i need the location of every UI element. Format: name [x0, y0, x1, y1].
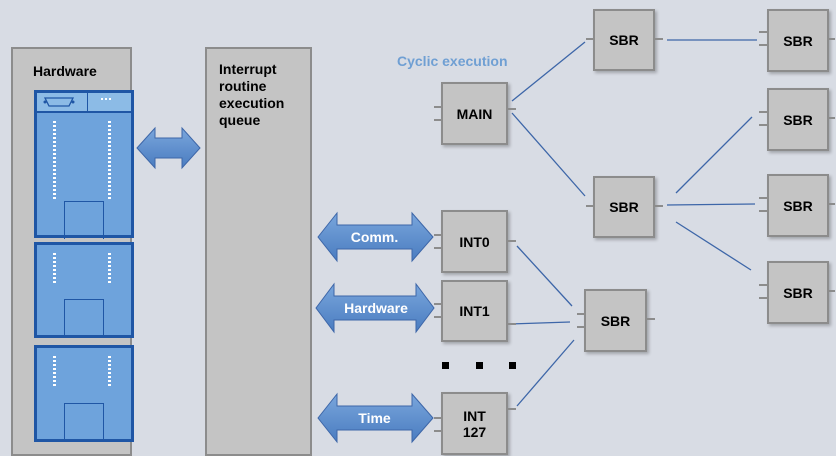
- sbr-main-mid-pin-in: [586, 205, 594, 207]
- main-pin-in-1: [434, 106, 442, 108]
- interrupt-queue-panel: Interrupt routine execution queue: [205, 47, 312, 456]
- time-double-arrow: [317, 392, 434, 444]
- sbr-block-main-mid: SBR: [593, 176, 655, 238]
- sbr-block-main-top: SBR: [593, 9, 655, 71]
- sbr-right-3-pin-in-2: [759, 210, 767, 212]
- sbr-block-right-1-label: SBR: [783, 32, 813, 49]
- main-block-label: MAIN: [456, 105, 493, 122]
- link-sbr-mid-sbr-right2: [675, 116, 753, 194]
- sbr-block-main-top-label: SBR: [609, 32, 639, 48]
- sbr-right-2-pin-in-2: [759, 124, 767, 126]
- sbr-main-top-pin-out: [655, 38, 663, 40]
- expansion-2-terminal-cover: [64, 403, 104, 440]
- int127-block: INT 127: [441, 392, 508, 455]
- sbr-right-2-pin-out: [829, 117, 835, 119]
- int1-pin-in-2: [434, 316, 442, 318]
- sbr-block-right-4: SBR: [767, 261, 829, 324]
- cyclic-execution-label: Cyclic execution: [397, 53, 508, 69]
- main-block: MAIN: [441, 82, 508, 145]
- int127-block-label: INT 127: [462, 407, 487, 440]
- int0-block-label: INT0: [459, 233, 490, 250]
- serial-port-icon: [43, 97, 75, 107]
- link-main-sbr-top: [511, 41, 586, 102]
- int127-pin-out: [508, 408, 516, 410]
- sbr-block-interrupt-shared: SBR: [584, 289, 647, 352]
- cpu-right-led-column-icon: [108, 121, 111, 201]
- int1-block-label: INT1: [459, 303, 490, 319]
- hardware-panel-title: Hardware: [33, 63, 97, 79]
- int0-pin-in-1: [434, 234, 442, 236]
- comm-double-arrow: [317, 211, 434, 263]
- link-int0-sbr: [516, 245, 573, 307]
- expansion-1-terminal-cover: [64, 299, 104, 336]
- link-sbr-mid-sbr-right4: [675, 221, 752, 271]
- sbr-block-right-3: SBR: [767, 174, 829, 237]
- sbr-right-2-pin-in-1: [759, 111, 767, 113]
- int127-pin-in-1: [434, 417, 442, 419]
- time-source-label: Time: [358, 410, 391, 426]
- sbr-main-top-pin-in: [586, 38, 594, 40]
- ellipsis-dot-2: [476, 362, 483, 369]
- link-sbr-mid-sbr-right3: [666, 203, 756, 206]
- sbr-right-1-pin-in-1: [759, 31, 767, 33]
- cpu-terminal-cover: [64, 201, 104, 239]
- ellipsis-dot-3: [509, 362, 516, 369]
- sbr-right-4-pin-out: [829, 290, 835, 292]
- sbr-interrupt-shared-pin-out: [647, 318, 655, 320]
- expansion-1-right-led-column-icon: [108, 253, 111, 285]
- expansion-1-left-led-column-icon: [53, 253, 56, 285]
- int0-block: INT0: [441, 210, 508, 273]
- hardware-panel: Hardware: [11, 47, 134, 456]
- hardware-double-arrow: [315, 282, 435, 334]
- sbr-block-right-4-label: SBR: [783, 284, 813, 301]
- sbr-right-1-pin-in-2: [759, 44, 767, 46]
- sbr-block-right-3-label: SBR: [783, 197, 813, 214]
- int1-block: INT1: [441, 280, 508, 342]
- sbr-block-interrupt-shared-label: SBR: [600, 312, 631, 329]
- ellipsis-dot-1: [442, 362, 449, 369]
- int1-pin-in-1: [434, 303, 442, 305]
- sbr-block-right-2: SBR: [767, 88, 829, 151]
- sbr-right-1-pin-out: [829, 38, 835, 40]
- int1-pin-out: [508, 323, 516, 325]
- sbr-block-right-2-label: SBR: [783, 111, 813, 128]
- comm-source-label: Comm.: [350, 229, 399, 245]
- interrupt-queue-title: Interrupt routine execution queue: [219, 61, 285, 128]
- sbr-interrupt-shared-pin-in-2: [577, 326, 585, 328]
- int0-pin-out: [508, 240, 516, 242]
- link-int127-sbr: [516, 339, 575, 407]
- expansion-2-left-led-column-icon: [53, 356, 56, 388]
- expansion-module-2: [34, 345, 134, 442]
- expansion-module-1: [34, 242, 134, 338]
- link-int1-sbr: [509, 321, 571, 325]
- cpu-module-divider: [87, 93, 88, 111]
- expansion-2-right-led-column-icon: [108, 356, 111, 388]
- sbr-right-4-pin-in-2: [759, 297, 767, 299]
- int127-pin-in-2: [434, 430, 442, 432]
- hardware-queue-double-arrow: [136, 126, 201, 170]
- int0-pin-in-2: [434, 247, 442, 249]
- main-pin-out: [508, 108, 516, 110]
- sbr-main-mid-pin-out: [655, 205, 663, 207]
- cpu-module: [34, 90, 134, 239]
- main-pin-in-2: [434, 119, 442, 121]
- sbr-interrupt-shared-pin-in-1: [577, 313, 585, 315]
- hardware-source-label: Hardware: [344, 300, 408, 316]
- sbr-block-main-mid-label: SBR: [609, 199, 639, 215]
- cpu-status-leds-icon: [101, 98, 111, 103]
- link-main-sbr-mid: [511, 112, 586, 197]
- sbr-right-4-pin-in-1: [759, 284, 767, 286]
- sbr-block-right-1: SBR: [767, 9, 829, 72]
- cpu-left-led-column-icon: [53, 121, 56, 201]
- sbr-right-3-pin-in-1: [759, 197, 767, 199]
- sbr-right-3-pin-out: [829, 203, 835, 205]
